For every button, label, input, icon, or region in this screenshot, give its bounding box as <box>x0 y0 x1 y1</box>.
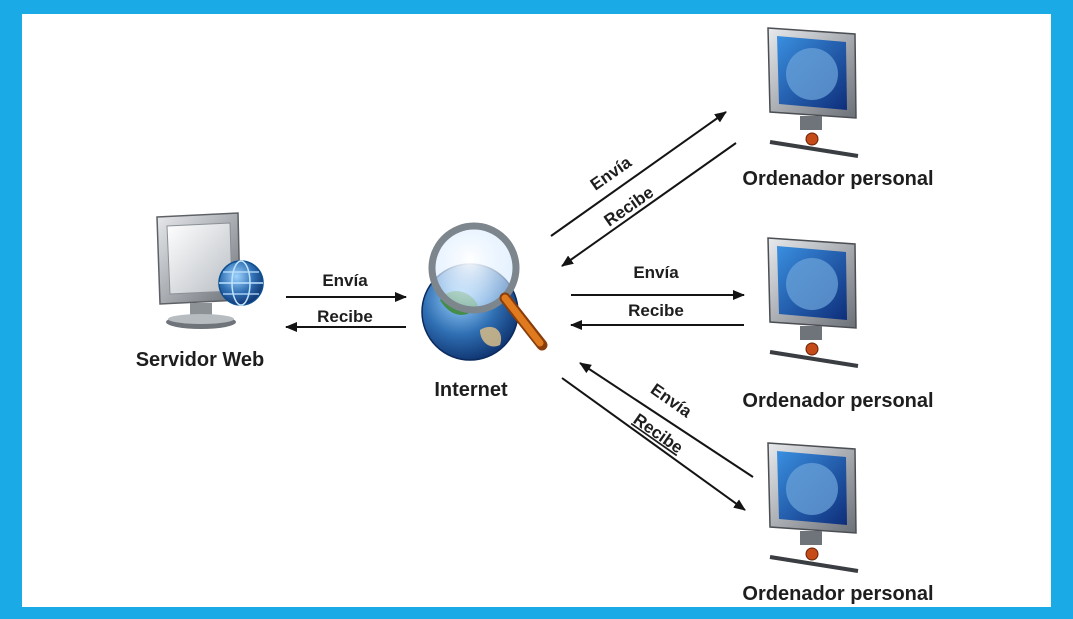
magnifier-icon <box>428 222 520 314</box>
receive-arrow-client-1 <box>561 142 737 267</box>
client-computer-icon-2 <box>767 237 859 368</box>
send-arrow-client-3 <box>579 362 754 478</box>
internet-globe-icon <box>421 222 548 361</box>
send-label-client-3: Envía <box>647 380 695 422</box>
client-computer-icon-3 <box>767 442 859 573</box>
receive-label-client-1: Recibe <box>601 183 658 231</box>
server-label: Servidor Web <box>136 349 265 371</box>
send-label-client-1: Envía <box>587 152 635 194</box>
send-label-client-2: Envía <box>633 263 679 282</box>
server-computer-icon <box>156 212 264 329</box>
client-label-2: Ordenador personal <box>742 390 933 412</box>
receive-label-server: Recibe <box>317 307 373 326</box>
receive-label-client-2: Recibe <box>628 301 684 320</box>
client-label-3: Ordenador personal <box>742 583 933 605</box>
send-label-server: Envía <box>322 271 368 290</box>
receive-arrow-client-3 <box>561 377 746 511</box>
client-computer-icon-1 <box>767 27 859 158</box>
client-label-1: Ordenador personal <box>742 168 933 190</box>
send-arrow-client-1 <box>550 111 727 237</box>
internet-label: Internet <box>434 379 508 401</box>
